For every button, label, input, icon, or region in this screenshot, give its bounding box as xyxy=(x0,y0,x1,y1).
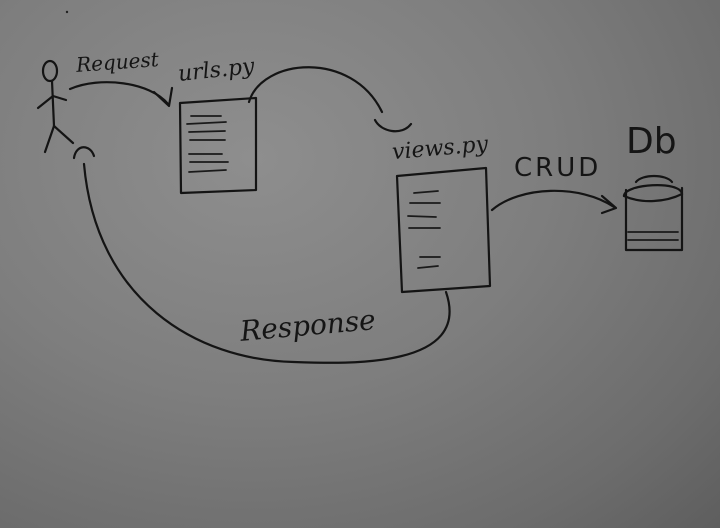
urls-to-views-arrow xyxy=(247,66,413,133)
database-icon xyxy=(622,174,684,252)
views-file-icon xyxy=(395,166,492,294)
urls-file-icon xyxy=(178,96,258,195)
board-speck xyxy=(65,10,69,14)
request-label: Request xyxy=(75,47,160,77)
crud-arrow xyxy=(490,189,618,215)
response-arrow xyxy=(72,146,451,364)
user-stick-figure xyxy=(36,59,75,154)
db-label: Db xyxy=(626,121,677,162)
crud-label: CRUD xyxy=(514,153,602,183)
request-arrow xyxy=(68,81,174,108)
